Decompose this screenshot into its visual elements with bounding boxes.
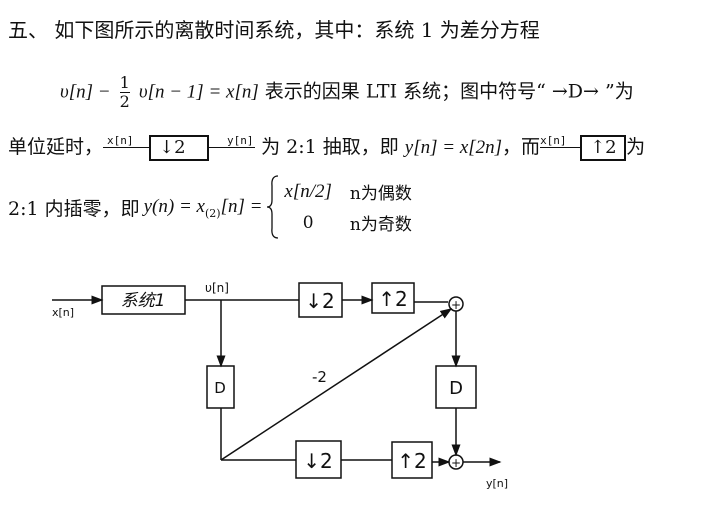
adder-top-label: + (451, 298, 461, 312)
in-arrow: x[n] (103, 134, 150, 150)
in-arrow-2: x[n] (540, 134, 581, 150)
case1-expr: x[n/2] (284, 180, 332, 202)
case2-cond: n为奇数 (349, 215, 412, 235)
gain-label: -2 (312, 368, 327, 386)
out-arrow: y[n] (209, 134, 256, 150)
downsample-bottom-label: ↓2 (303, 449, 332, 473)
downsample-block: ↓2 (149, 135, 210, 161)
delay-left-label: D (214, 379, 226, 397)
case1-cond: n为偶数 (349, 184, 412, 204)
upsample-bottom-box (391, 441, 433, 479)
output-label: y[n] (486, 477, 508, 490)
upsample-bottom-label: ↑2 (397, 449, 426, 473)
case2-expr: 0 (302, 212, 314, 233)
line4: 2:1 内插零，即 y(n) = x(2)[n] = x[n/2] n为偶数 0… (8, 174, 412, 240)
upsample-top-label: ↑2 (378, 287, 407, 311)
delay-right-label: D (449, 378, 463, 399)
upsample-top-box (371, 282, 415, 314)
adder-bottom-label: + (451, 456, 461, 470)
gain-branch (220, 308, 453, 461)
upsample-block: ↑2 (580, 135, 627, 161)
brace (267, 175, 279, 239)
piecewise-cases: x[n/2] n为偶数 0 n为奇数 (284, 179, 412, 236)
difference-equation: υ[n] − 1 2 υ[n − 1] = x[n] 表示的因果 LTI 系统；… (60, 73, 634, 111)
problem-title: 五、 如下图所示的离散时间系统，其中：系统 1 为差分方程 (8, 18, 540, 42)
fraction: 1 2 (119, 73, 130, 111)
input-label: x[n] (52, 306, 74, 319)
downsample-top-label: ↓2 (305, 289, 334, 313)
v-label: υ[n] (205, 281, 229, 295)
system1-label: 系统1 (121, 291, 166, 311)
